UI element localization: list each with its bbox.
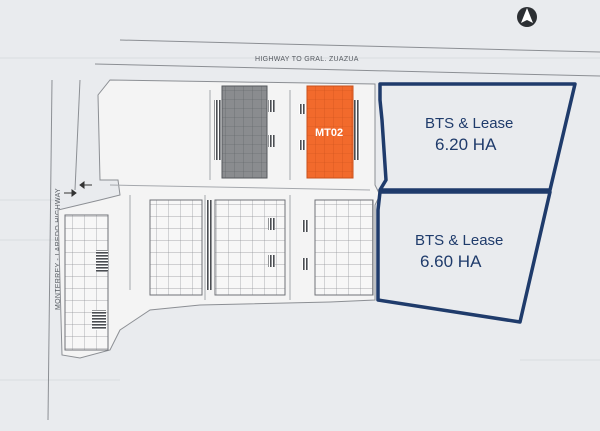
existing-building (214, 85, 275, 179)
traffic-arrows-icon (64, 181, 92, 197)
plot-bts-1-area: 6.20 HA (435, 135, 497, 154)
plot-bts-1[interactable]: BTS & Lease 6.20 HA (378, 82, 577, 192)
north-arrow-icon (517, 7, 537, 27)
background-context (0, 57, 600, 381)
building-mt02-label: MT02 (315, 127, 343, 139)
highway-left (47, 79, 81, 421)
highway-top-label: HIGHWAY TO GRAL. ZUAZUA (255, 56, 359, 63)
building-b1 (149, 199, 212, 296)
building-b4 (64, 214, 109, 351)
highway-top (94, 39, 600, 77)
building-mt02[interactable]: MT02 (299, 85, 360, 179)
plot-bts-2-title: BTS & Lease (415, 232, 503, 249)
building-b3 (302, 199, 374, 296)
plot-bts-1-title: BTS & Lease (425, 115, 513, 132)
internal-roads (109, 90, 371, 300)
plot-bts-2[interactable]: BTS & Lease 6.60 HA (376, 190, 552, 324)
plot-bts-2-area: 6.60 HA (420, 252, 482, 271)
highway-left-label: MONTERREY - LAREDO HIGHWAY (55, 188, 62, 310)
building-b2 (214, 199, 286, 296)
